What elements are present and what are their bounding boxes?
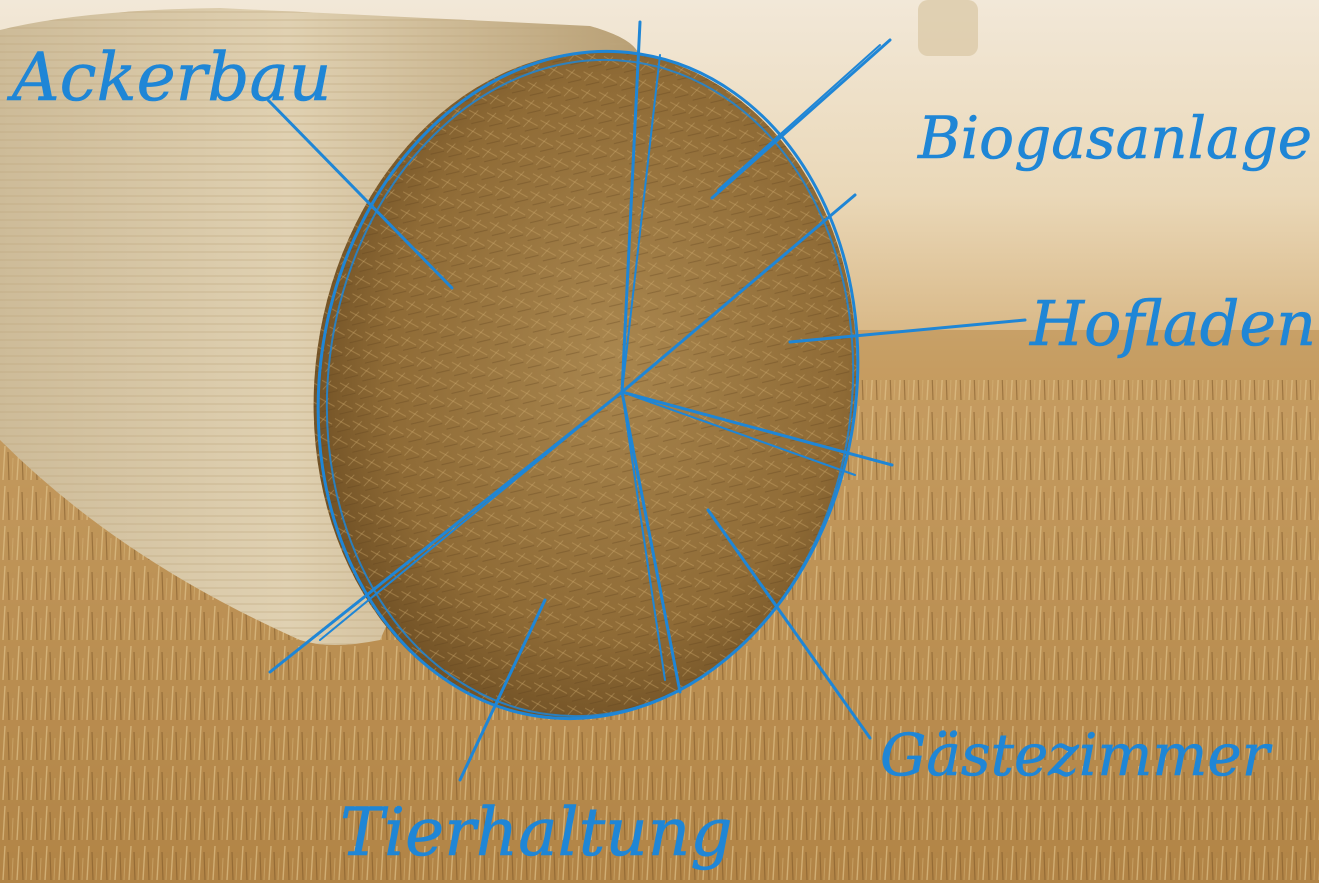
- label-gaestezimmer: Gästezimmer: [880, 721, 1273, 789]
- label-tierhaltung: Tierhaltung: [340, 794, 733, 871]
- label-ackerbau: Ackerbau: [6, 39, 331, 116]
- distant-hay-bale: [918, 0, 978, 56]
- label-hofladen: Hofladen: [1029, 287, 1316, 360]
- label-biogasanlage: Biogasanlage: [917, 104, 1312, 172]
